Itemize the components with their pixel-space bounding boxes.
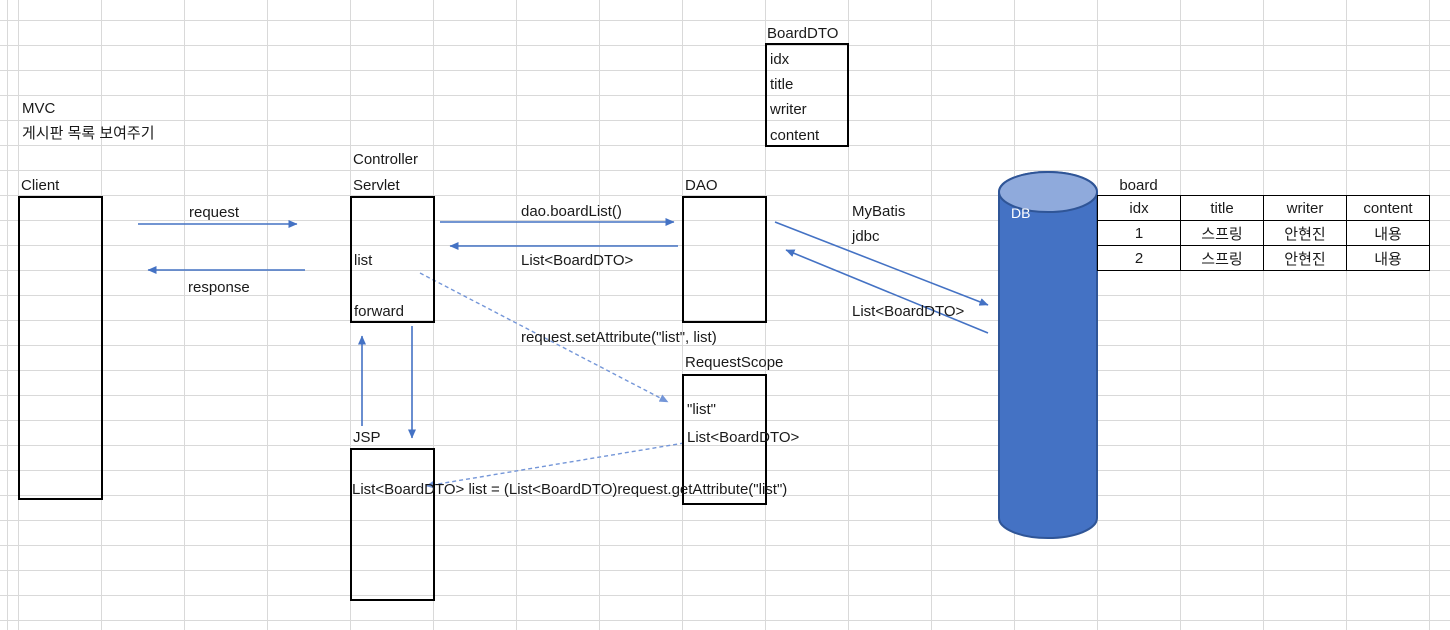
response-arrow-label: response xyxy=(188,279,250,296)
servlet-item-list: list xyxy=(354,252,373,269)
servlet-label: Servlet xyxy=(353,177,400,194)
controller-servlet-box xyxy=(350,196,435,323)
board-table-header: idx xyxy=(1097,195,1181,221)
arrow-db-to-dao xyxy=(785,249,989,334)
diagram-title: MVC xyxy=(22,100,56,117)
dao-box xyxy=(682,196,767,323)
board-table-header: title xyxy=(1180,195,1264,221)
db-cylinder-body xyxy=(998,171,1098,539)
board-dto-box xyxy=(765,43,849,147)
servlet-item-forward: forward xyxy=(354,303,405,320)
db-label: DB xyxy=(1011,205,1031,221)
db-tech-jdbc-label: jdbc xyxy=(852,228,880,245)
diagram-subtitle: 게시판 목록 보여주기 xyxy=(22,125,155,142)
board-table-cell: 안현진 xyxy=(1263,220,1347,246)
set-attribute-label: request.setAttribute("list", list) xyxy=(521,329,717,346)
request-scope-label: RequestScope xyxy=(685,354,784,371)
request-scope-key: "list" xyxy=(687,401,716,418)
board-table-title: board xyxy=(1119,177,1158,194)
request-arrow-label: request xyxy=(189,204,240,221)
db-cylinder-top xyxy=(998,171,1098,213)
client-box xyxy=(18,196,103,500)
board-table-cell: 안현진 xyxy=(1263,245,1347,271)
board-table-header-row: idx title writer content xyxy=(1097,195,1430,221)
arrow-dao-to-db xyxy=(774,221,989,306)
board-dto-field: content xyxy=(770,127,820,144)
client-label: Client xyxy=(21,177,60,194)
request-scope-box xyxy=(682,374,767,505)
dashed-arrow-get-attribute xyxy=(425,442,685,489)
jsp-label: JSP xyxy=(353,429,381,446)
controller-label: Controller xyxy=(353,151,419,168)
dao-call-label: dao.boardList() xyxy=(521,203,622,220)
board-table-row: 1 스프링 안현진 내용 xyxy=(1097,220,1430,246)
dao-return-label: List<BoardDTO> xyxy=(521,252,634,269)
get-attribute-label: List<BoardDTO> list = (List<BoardDTO)req… xyxy=(352,481,788,498)
board-table-header: writer xyxy=(1263,195,1347,221)
board-table-cell: 내용 xyxy=(1346,220,1430,246)
board-dto-field: idx xyxy=(770,51,790,68)
request-scope-value: List<BoardDTO> xyxy=(687,429,800,446)
board-table-header: content xyxy=(1346,195,1430,221)
board-table-cell: 2 xyxy=(1097,245,1181,271)
board-table: idx title writer content 1 스프링 안현진 내용 2 … xyxy=(1097,195,1430,271)
board-dto-field: writer xyxy=(770,101,807,118)
db-tech-mybatis-label: MyBatis xyxy=(852,203,906,220)
board-table-cell: 스프링 xyxy=(1180,245,1264,271)
grid-edge-line xyxy=(7,0,8,630)
board-table-row: 2 스프링 안현진 내용 xyxy=(1097,245,1430,271)
board-dto-label: BoardDTO xyxy=(767,25,839,42)
board-dto-field: title xyxy=(770,76,794,93)
board-table-cell: 스프링 xyxy=(1180,220,1264,246)
board-table-cell: 내용 xyxy=(1346,245,1430,271)
jsp-box xyxy=(350,448,435,601)
board-table-cell: 1 xyxy=(1097,220,1181,246)
db-return-label: List<BoardDTO> xyxy=(852,303,965,320)
dao-label: DAO xyxy=(685,177,718,194)
db-cylinder xyxy=(998,171,1098,539)
dashed-arrow-set-attribute xyxy=(419,272,669,403)
